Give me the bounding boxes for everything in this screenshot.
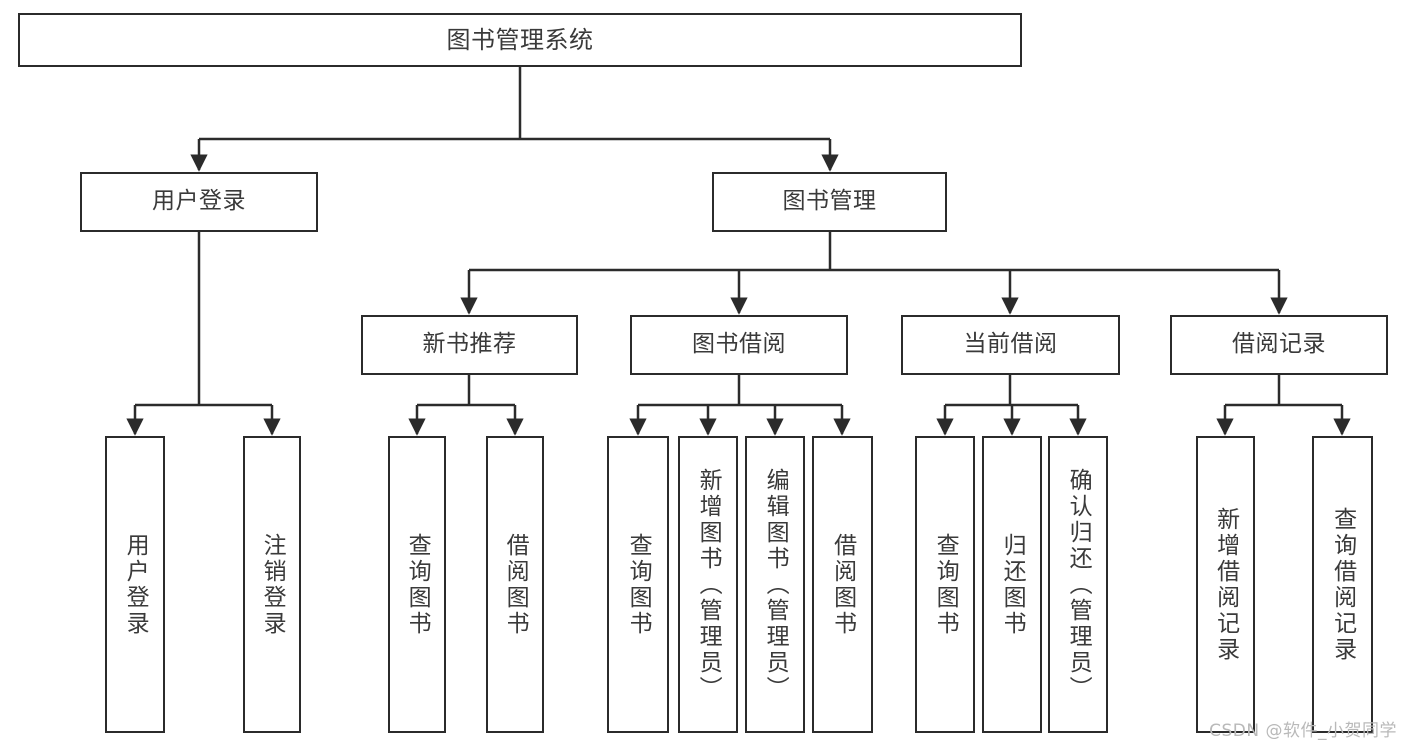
node-user-login[interactable]: 用户登录 bbox=[80, 172, 318, 232]
node-leaf-user-login-label: 用户登录 bbox=[122, 532, 149, 637]
node-leaf-logout[interactable]: 注销登录 bbox=[243, 436, 301, 733]
node-new-book-recommend-label: 新书推荐 bbox=[422, 331, 517, 358]
node-leaf-edit-book[interactable]: 编辑图书（管理员） bbox=[745, 436, 805, 733]
node-root-label: 图书管理系统 bbox=[446, 25, 594, 54]
node-leaf-query-record[interactable]: 查询借阅记录 bbox=[1312, 436, 1373, 733]
node-leaf-query-book-2[interactable]: 查询图书 bbox=[607, 436, 669, 733]
node-current-borrow[interactable]: 当前借阅 bbox=[901, 315, 1120, 375]
node-leaf-add-book-label: 新增图书（管理员） bbox=[695, 467, 722, 702]
node-book-borrow-label: 图书借阅 bbox=[692, 331, 786, 358]
watermark-text: CSDN @软件_小贺同学 bbox=[1209, 721, 1397, 741]
node-borrow-record[interactable]: 借阅记录 bbox=[1170, 315, 1388, 375]
node-borrow-record-label: 借阅记录 bbox=[1232, 331, 1326, 358]
node-leaf-return-book[interactable]: 归还图书 bbox=[982, 436, 1042, 733]
node-leaf-user-login[interactable]: 用户登录 bbox=[105, 436, 165, 733]
node-leaf-confirm-return-label: 确认归还（管理员） bbox=[1065, 467, 1092, 702]
node-leaf-query-record-label: 查询借阅记录 bbox=[1329, 506, 1356, 663]
node-book-manage[interactable]: 图书管理 bbox=[712, 172, 947, 232]
node-user-login-label: 用户登录 bbox=[152, 188, 246, 215]
node-leaf-query-book-3-label: 查询图书 bbox=[932, 532, 959, 637]
node-leaf-query-book-3[interactable]: 查询图书 bbox=[915, 436, 975, 733]
node-leaf-borrow-book-2-label: 借阅图书 bbox=[829, 532, 856, 637]
node-leaf-add-book[interactable]: 新增图书（管理员） bbox=[678, 436, 738, 733]
node-leaf-query-book-1-label: 查询图书 bbox=[404, 532, 431, 637]
node-leaf-return-book-label: 归还图书 bbox=[999, 532, 1026, 637]
node-leaf-borrow-book-1[interactable]: 借阅图书 bbox=[486, 436, 544, 733]
node-book-manage-label: 图书管理 bbox=[782, 188, 877, 215]
node-leaf-query-book-2-label: 查询图书 bbox=[625, 532, 652, 637]
node-leaf-logout-label: 注销登录 bbox=[259, 532, 286, 637]
node-current-borrow-label: 当前借阅 bbox=[963, 331, 1058, 358]
node-leaf-add-record-label: 新增借阅记录 bbox=[1212, 506, 1239, 663]
node-new-book-recommend[interactable]: 新书推荐 bbox=[361, 315, 578, 375]
node-leaf-borrow-book-2[interactable]: 借阅图书 bbox=[812, 436, 873, 733]
node-book-borrow[interactable]: 图书借阅 bbox=[630, 315, 848, 375]
node-leaf-edit-book-label: 编辑图书（管理员） bbox=[762, 467, 789, 702]
node-leaf-confirm-return[interactable]: 确认归还（管理员） bbox=[1048, 436, 1108, 733]
node-root[interactable]: 图书管理系统 bbox=[18, 13, 1022, 67]
node-leaf-add-record[interactable]: 新增借阅记录 bbox=[1196, 436, 1255, 733]
node-leaf-borrow-book-1-label: 借阅图书 bbox=[502, 532, 529, 637]
node-leaf-query-book-1[interactable]: 查询图书 bbox=[388, 436, 446, 733]
